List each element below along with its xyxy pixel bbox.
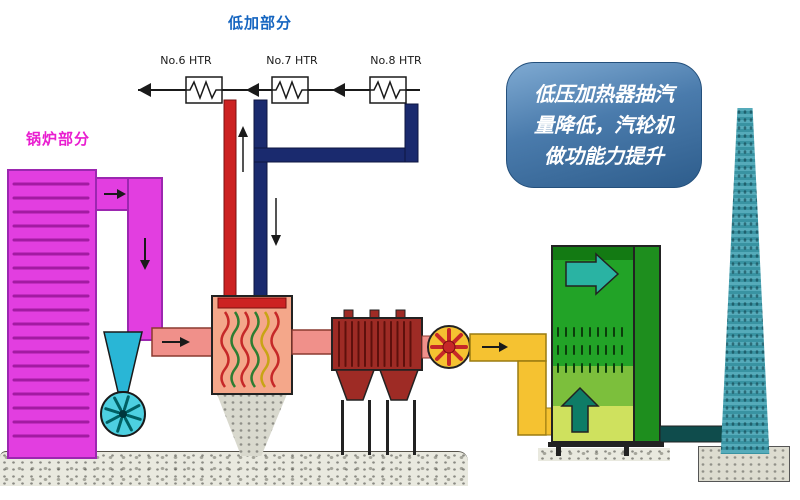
boiler-fan-pump	[100, 331, 146, 437]
callout-line-3: 做功能力提升	[544, 144, 664, 168]
fgd-absorber-tower	[548, 245, 664, 456]
up-arrow-icon	[238, 126, 248, 137]
heater-no6-symbol	[185, 76, 223, 104]
right-arrow-icon	[117, 189, 126, 199]
esp-hopper	[378, 369, 420, 401]
gas-outlet-arrow-icon	[565, 252, 620, 296]
absorber-outlet-column	[633, 245, 661, 443]
left-arrow-icon	[332, 83, 345, 97]
hx-tube-coils	[220, 311, 280, 388]
gas-up-arrow-icon	[560, 386, 600, 433]
condensate-pipe-navy	[253, 99, 419, 299]
down-arrow-icon	[271, 235, 281, 246]
fan-blades	[430, 328, 468, 366]
left-arrow-icon	[138, 83, 151, 97]
down-arrow-icon	[140, 260, 150, 270]
heater-no8-label: No.8 HTR	[370, 54, 422, 67]
pump-blades	[104, 395, 142, 433]
low-pressure-section-label: 低加部分	[228, 14, 293, 32]
esp-hopper	[334, 369, 376, 401]
heater-no7-label: No.7 HTR	[266, 54, 318, 67]
boiler	[7, 169, 163, 459]
callout-line-1: 低压加热器抽汽	[534, 82, 674, 106]
esp-plates	[338, 321, 412, 367]
htr-steam-line	[138, 76, 420, 104]
boiler-coils	[12, 182, 90, 438]
boiler-section-label: 锅炉部分	[26, 130, 91, 148]
right-arrow-icon	[180, 337, 190, 347]
hot-water-pipe-red	[223, 99, 248, 299]
ground-gravel-tower	[538, 448, 670, 461]
annotation-callout: 低压加热器抽汽 量降低，汽轮机 做功能力提升	[506, 62, 702, 188]
flue-duct-boiler-to-hx	[151, 327, 215, 357]
callout-line-2: 量降低，汽轮机	[534, 113, 674, 137]
right-arrow-icon	[499, 342, 508, 352]
heater-no7-symbol	[271, 76, 309, 104]
left-arrow-icon	[246, 83, 259, 97]
spray-nozzle-rows	[557, 327, 623, 373]
duct-to-chimney	[659, 425, 729, 443]
low-temp-heat-exchanger	[211, 295, 293, 395]
electrostatic-precipitator	[331, 309, 423, 455]
heater-no8-symbol	[369, 76, 407, 104]
absorber-base	[548, 442, 664, 447]
heater-no6-label: No.6 HTR	[160, 54, 212, 67]
induced-draft-fan	[421, 325, 471, 369]
flue-duct-fan-to-absorber	[469, 333, 557, 436]
flue-duct-hx-to-esp	[291, 329, 333, 355]
